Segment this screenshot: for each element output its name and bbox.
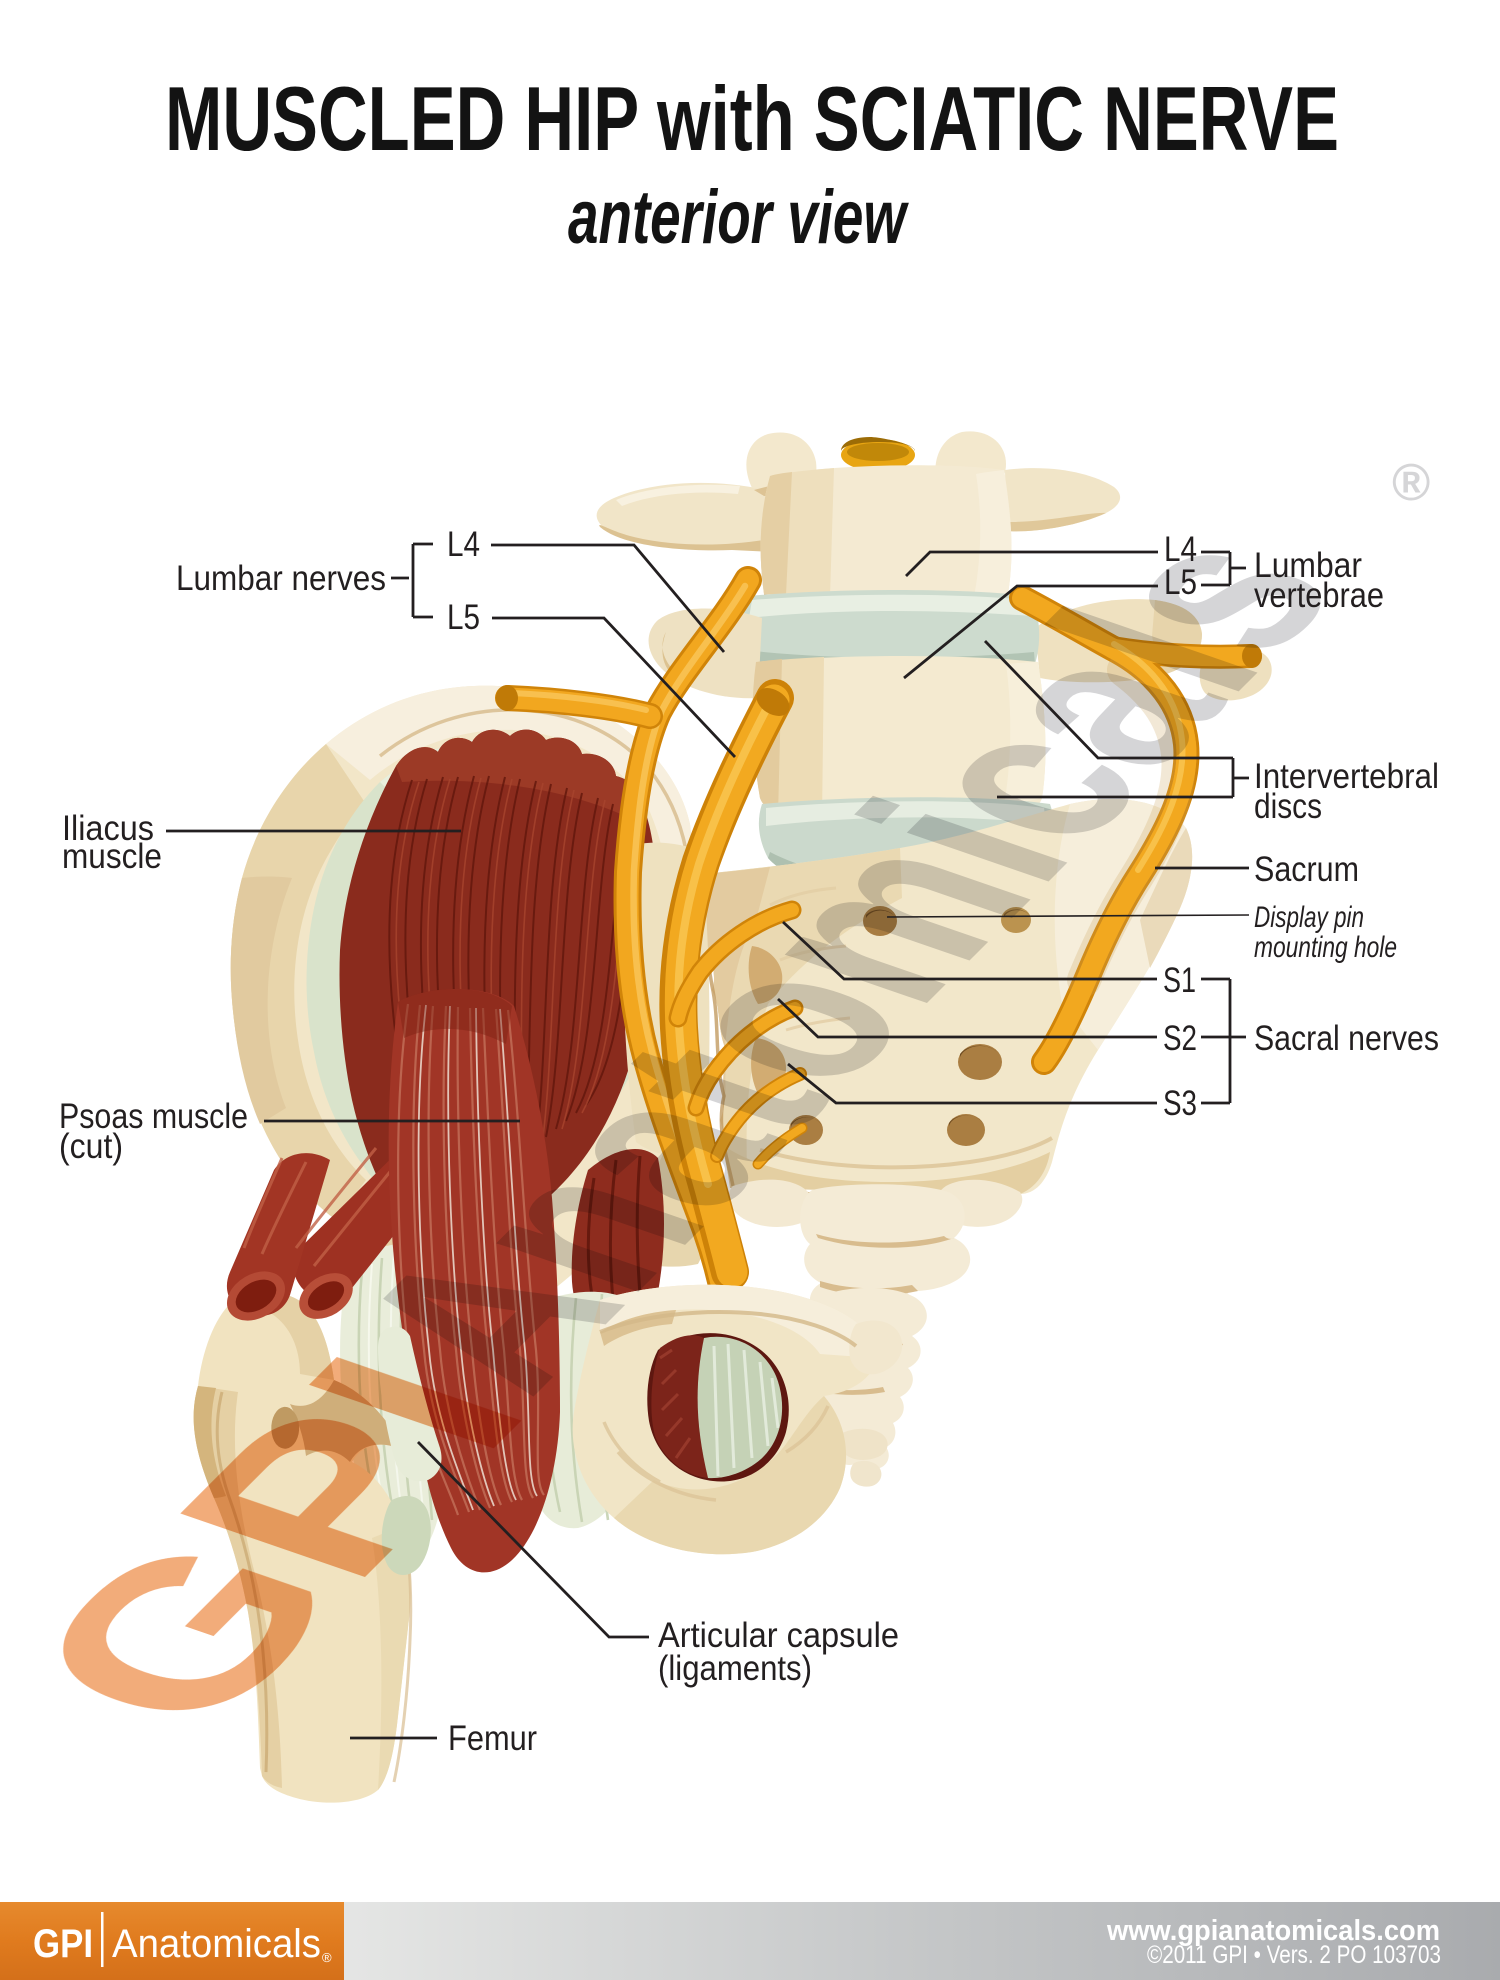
svg-text:Sacrum: Sacrum	[1254, 850, 1359, 889]
svg-text:GPI: GPI	[33, 1922, 93, 1966]
svg-text:Intervertebral: Intervertebral	[1254, 757, 1439, 796]
svg-text:L4: L4	[1164, 530, 1197, 569]
svg-text:muscle: muscle	[62, 837, 162, 876]
svg-text:Anatomicals: Anatomicals	[112, 1922, 321, 1966]
svg-text:mounting hole: mounting hole	[1254, 931, 1397, 964]
svg-text:Femur: Femur	[448, 1719, 537, 1758]
svg-text:©2011 GPI • Vers. 2 PO 103703: ©2011 GPI • Vers. 2 PO 103703	[1147, 1941, 1441, 1969]
svg-text:(cut): (cut)	[59, 1127, 123, 1166]
svg-text:S1: S1	[1163, 961, 1196, 1000]
svg-text:S3: S3	[1163, 1084, 1197, 1123]
svg-text:®: ®	[1392, 454, 1430, 512]
svg-text:vertebrae: vertebrae	[1254, 576, 1384, 615]
svg-text:Iliacus: Iliacus	[62, 809, 154, 848]
svg-text:Display pin: Display pin	[1254, 901, 1364, 934]
svg-text:®: ®	[322, 1950, 332, 1965]
svg-text:www.gpianatomicals.com: www.gpianatomicals.com	[1106, 1915, 1440, 1947]
svg-text:anterior view: anterior view	[568, 175, 910, 260]
svg-text:L5: L5	[1164, 563, 1197, 602]
svg-text:Sacral nerves: Sacral nerves	[1254, 1019, 1439, 1058]
svg-text:L4: L4	[447, 525, 480, 564]
svg-text:Lumbar nerves: Lumbar nerves	[176, 559, 386, 598]
svg-text:Psoas muscle: Psoas muscle	[59, 1097, 248, 1136]
svg-text:MUSCLED HIP with SCIATIC NERVE: MUSCLED HIP with SCIATIC NERVE	[165, 69, 1339, 170]
svg-text:L5: L5	[447, 598, 480, 637]
svg-text:Lumbar: Lumbar	[1254, 546, 1362, 585]
svg-text:Articular capsule: Articular capsule	[658, 1616, 899, 1655]
svg-text:discs: discs	[1254, 787, 1322, 826]
svg-text:(ligaments): (ligaments)	[658, 1649, 812, 1688]
svg-text:S2: S2	[1163, 1019, 1197, 1058]
